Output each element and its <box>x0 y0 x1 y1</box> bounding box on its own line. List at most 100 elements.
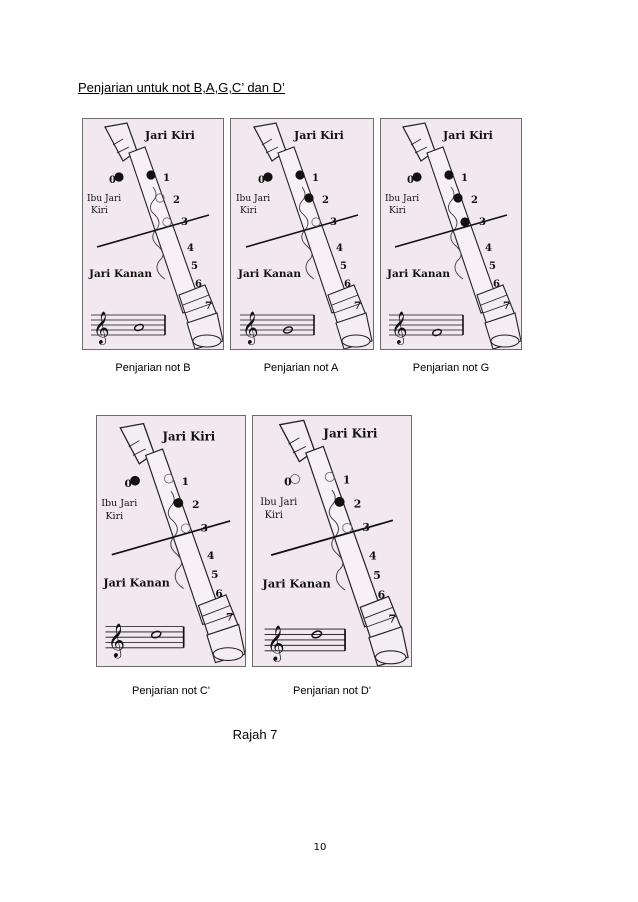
hole-number-0: 0 <box>407 175 414 186</box>
hole-number-4: 4 <box>336 243 343 254</box>
treble-clef-icon: 𝄞 <box>391 311 408 345</box>
hole-number-0: 0 <box>284 476 292 489</box>
recorder-body <box>402 122 521 349</box>
caption-g: Penjarian not G <box>412 362 490 374</box>
mouthpiece-ridge <box>288 437 307 454</box>
joint-rings <box>182 294 214 314</box>
hole-0-closed <box>114 172 124 182</box>
hole-number-1: 1 <box>163 173 170 184</box>
hole-number-6: 6 <box>344 279 351 290</box>
bell-opening <box>212 647 244 661</box>
label-ibu-jari: Ibu Jari <box>385 194 419 204</box>
hand-divider-line <box>111 520 231 556</box>
joint-rings <box>480 294 512 314</box>
label-jari-kanan: Jari Kanan <box>261 577 331 591</box>
whole-note <box>282 326 294 334</box>
hole-1-closed <box>444 170 454 180</box>
caption-c-high: Penjarian not C' <box>132 685 210 697</box>
figure-label: Rajah 7 <box>232 727 278 742</box>
hole-number-7: 7 <box>205 301 212 312</box>
hole-number-3: 3 <box>479 217 486 228</box>
label-jari-kanan: Jari Kanan <box>88 268 152 280</box>
hole-2-closed <box>173 498 184 508</box>
hole-number-2: 2 <box>354 497 362 510</box>
whole-note <box>311 630 323 639</box>
recorder-tube <box>277 146 351 314</box>
bell-opening <box>374 650 407 665</box>
bell-opening <box>192 334 222 348</box>
hole-0-closed <box>412 172 422 182</box>
label-jari-kanan: Jari Kanan <box>102 576 170 589</box>
music-staff: 𝄞 <box>240 311 315 345</box>
hole-1-open <box>324 471 335 482</box>
hole-number-7: 7 <box>503 301 510 312</box>
label-ibu-jari: Ibu Jari <box>236 194 270 204</box>
hole-number-6: 6 <box>215 588 222 600</box>
label-jari-kiri: Jari Kiri <box>293 129 344 142</box>
hole-2-closed <box>304 193 314 203</box>
hole-number-3: 3 <box>330 217 337 228</box>
recorder-body <box>278 419 409 666</box>
label-ibu-jari: Ibu Jari <box>87 194 121 204</box>
hole-number-1: 1 <box>312 173 319 184</box>
hole-number-0: 0 <box>258 175 265 186</box>
joint-rings <box>202 605 235 625</box>
hole-number-2: 2 <box>471 195 478 206</box>
hole-number-2: 2 <box>173 195 180 206</box>
hole-number-4: 4 <box>187 243 194 254</box>
label-kiri: Kiri <box>91 206 108 216</box>
hole-number-5: 5 <box>211 569 218 581</box>
recorder-tube <box>128 146 202 314</box>
hand-divider-line <box>270 519 394 556</box>
hole-number-2: 2 <box>322 195 329 206</box>
whole-note <box>150 630 162 639</box>
hole-number-7: 7 <box>226 611 233 623</box>
joint-rings <box>331 294 363 314</box>
label-ibu-jari: Ibu Jari <box>101 498 137 509</box>
hole-number-4: 4 <box>369 549 377 562</box>
hole-number-1: 1 <box>182 476 189 488</box>
hole-0-closed <box>263 172 273 182</box>
hole-number-0: 0 <box>109 175 116 186</box>
mouthpiece-ridge <box>112 138 130 154</box>
label-jari-kanan: Jari Kanan <box>386 268 450 280</box>
recorder-body <box>253 122 373 349</box>
music-staff: 𝄞 <box>389 311 464 345</box>
hole-number-4: 4 <box>207 550 214 562</box>
mouthpiece-ridge <box>128 440 146 456</box>
hole-number-1: 1 <box>461 173 468 184</box>
whole-note <box>133 323 145 332</box>
caption-d-high: Penjarian not D' <box>293 685 371 697</box>
music-staff: 𝄞 <box>264 626 346 662</box>
hole-number-0: 0 <box>124 478 131 490</box>
hole-3-open <box>311 217 321 227</box>
hole-number-1: 1 <box>343 473 351 486</box>
hole-number-7: 7 <box>354 301 361 312</box>
joint-rings <box>364 606 398 628</box>
page-heading: Penjarian untuk not B,A,G,C’ dan D’ <box>78 80 285 95</box>
hole-number-3: 3 <box>362 521 370 534</box>
caption-b: Penjarian not B <box>115 362 191 374</box>
hole-3-open <box>342 522 353 533</box>
hand-divider-line <box>394 214 508 248</box>
bell-opening <box>490 334 520 348</box>
hole-number-6: 6 <box>493 279 500 290</box>
recorder-body <box>119 422 245 664</box>
hole-3-closed <box>460 217 470 227</box>
hole-2-closed <box>334 496 345 507</box>
whole-note <box>431 328 443 337</box>
hole-number-4: 4 <box>485 243 492 254</box>
hole-number-3: 3 <box>201 522 208 534</box>
recorder-tube <box>426 146 500 314</box>
mouthpiece-ridge <box>410 138 428 154</box>
hole-number-2: 2 <box>192 499 199 511</box>
hole-2-open <box>155 193 165 203</box>
